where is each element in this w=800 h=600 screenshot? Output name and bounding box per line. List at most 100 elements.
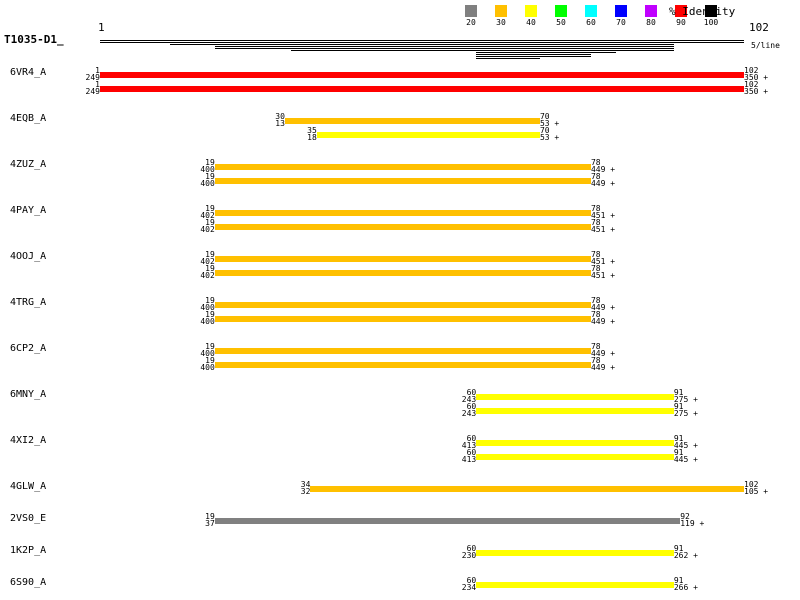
query-end-label: 92 (680, 512, 690, 521)
hit-start-label: 249 (85, 87, 100, 96)
legend-swatch (525, 5, 537, 17)
hit-start-label: 400 (200, 317, 215, 326)
legend-swatch (585, 5, 597, 17)
hit-end-label: 53 + (539, 133, 560, 142)
query-start-label: 60 (466, 388, 477, 397)
query-start-label: 1 (95, 66, 100, 75)
hit-end-label: 451 + (590, 257, 616, 266)
alignment-bar (476, 408, 674, 414)
hit-start-label: 37 (205, 519, 215, 528)
query-start-label: 19 (205, 250, 215, 259)
hit-end-label: 451 + (590, 225, 616, 234)
hit-end-label: 119 + (680, 519, 705, 528)
hit-name: 6CP2_A (10, 343, 47, 354)
query-end-label: 91 (673, 402, 684, 411)
alignment-bar (214, 164, 591, 170)
hit-end-label: 445 + (673, 455, 698, 464)
alignment-bar (476, 582, 674, 588)
query-start-label: 19 (205, 356, 215, 365)
query-end-label: 102 (744, 80, 759, 89)
alignment-bar (284, 118, 540, 124)
legend-swatch (675, 5, 687, 17)
legend-swatch (555, 5, 567, 17)
legend-label: 40 (526, 18, 536, 27)
hit-start-label: 32 (300, 487, 311, 496)
hit-start-label: 243 (461, 395, 477, 404)
hit-name: 6MNY_A (10, 389, 47, 400)
alignment-bar (214, 178, 591, 184)
hit-start-label: 249 (85, 73, 100, 82)
hit-end-label: 266 + (673, 583, 698, 592)
hit-end-label: 449 + (590, 363, 616, 372)
hit-start-label: 400 (200, 165, 215, 174)
query-end-label: 78 (590, 250, 601, 259)
alignment-bar (476, 550, 674, 556)
hit-start-label: 243 (461, 409, 477, 418)
legend-label: 50 (556, 18, 566, 27)
alignment-bar (476, 440, 674, 446)
legend-label: 100 (703, 18, 719, 27)
hit-start-label: 230 (461, 551, 477, 560)
coverage-line (291, 50, 674, 51)
hit-start-label: 400 (200, 349, 215, 358)
legend-swatch (645, 5, 657, 17)
alignment-bar (214, 224, 591, 230)
query-end-label: 91 (673, 576, 684, 585)
hit-end-label: 350 + (744, 73, 769, 82)
alignment-bar (214, 210, 591, 216)
query-start-label: 19 (205, 158, 215, 167)
legend-label: 80 (646, 18, 656, 27)
legend-swatch (705, 5, 717, 17)
query-start-label: 30 (275, 112, 285, 121)
coverage-line (100, 42, 744, 43)
query-end-tick: 102 (749, 21, 769, 34)
alignment-bar (316, 132, 540, 138)
query-start-tick: 1 (98, 21, 105, 34)
legend-label: 30 (496, 18, 506, 27)
hit-end-label: 449 + (590, 349, 616, 358)
legend-swatch (465, 5, 477, 17)
hit-start-label: 13 (275, 119, 285, 128)
query-end-label: 78 (590, 204, 601, 213)
query-start-label: 60 (466, 402, 477, 411)
hit-end-label: 451 + (590, 271, 616, 280)
query-end-label: 91 (673, 434, 684, 443)
hit-end-label: 105 + (744, 487, 769, 496)
hit-end-label: 262 + (673, 551, 698, 560)
query-start-label: 60 (466, 434, 477, 443)
query-start-label: 19 (205, 342, 215, 351)
hit-start-label: 400 (200, 363, 215, 372)
hit-name: 4ZUZ_A (10, 159, 47, 170)
hit-name: 4EQB_A (10, 113, 47, 124)
hit-end-label: 275 + (673, 395, 698, 404)
query-start-label: 60 (466, 544, 477, 553)
alignment-bar (214, 302, 591, 308)
legend-label: 60 (586, 18, 596, 27)
query-end-label: 91 (673, 448, 684, 457)
hit-name: 4TRG_A (10, 297, 47, 308)
alignment-bar (476, 394, 674, 400)
alignment-bar (214, 518, 681, 524)
alignment-bar (100, 72, 744, 78)
query-start-label: 60 (466, 576, 477, 585)
query-end-label: 78 (590, 296, 601, 305)
coverage-line (476, 58, 540, 59)
alignment-bar (476, 454, 674, 460)
alignment-bar (214, 256, 591, 262)
hit-name: 4OOJ_A (10, 251, 47, 262)
hit-name: 4XI2_A (10, 435, 47, 446)
query-start-label: 19 (205, 296, 215, 305)
hit-name: 6VR4_A (10, 67, 47, 78)
hit-name: 2VS0_E (10, 513, 47, 524)
query-end-label: 78 (590, 342, 601, 351)
coverage-line (100, 40, 744, 41)
query-end-label: 102 (744, 480, 759, 489)
query-end-label: 78 (590, 218, 601, 227)
legend-swatch (615, 5, 627, 17)
query-end-label: 91 (673, 544, 684, 553)
hit-end-label: 53 + (539, 119, 560, 128)
hit-end-label: 350 + (744, 87, 769, 96)
hit-end-label: 451 + (590, 211, 616, 220)
alignment-bar (214, 316, 591, 322)
coverage-line (476, 52, 617, 53)
